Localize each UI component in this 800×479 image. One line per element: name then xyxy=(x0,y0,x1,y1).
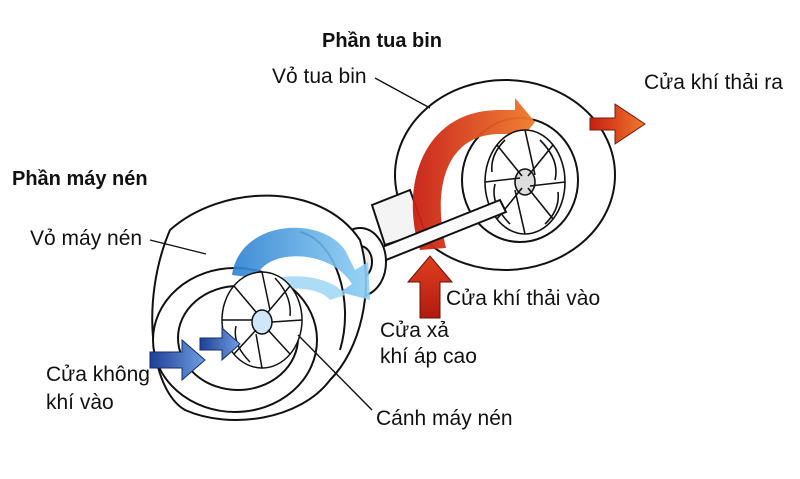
turbine-housing-label: Vỏ tua bin xyxy=(272,65,367,88)
exhaust-gas-flow xyxy=(406,98,646,319)
compressor-section-title: Phần máy nén xyxy=(12,168,148,190)
exhaust-outlet-arrow xyxy=(589,103,646,145)
compressor-wheel-label: Cánh máy nén xyxy=(376,407,513,430)
turbine-wheel-icon xyxy=(484,129,566,235)
turbine-section-title: Phần tua bin xyxy=(322,30,442,52)
exhaust-outlet-label: Cửa khí thải ra xyxy=(644,71,783,94)
compressor-wheel-icon xyxy=(221,271,303,369)
exhaust-inlet-arrow xyxy=(406,255,454,319)
high-pressure-outlet-label-line1: Cửa xả xyxy=(380,319,449,342)
compressor-housing-label: Vỏ máy nén xyxy=(30,227,143,250)
air-inlet-label-line2: khí vào xyxy=(46,391,114,414)
high-pressure-outlet-label-line2: khí áp cao xyxy=(380,345,477,368)
air-inlet-label-line1: Cửa không xyxy=(46,363,150,386)
intake-air-arrows xyxy=(149,326,241,382)
exhaust-inlet-label: Cửa khí thải vào xyxy=(446,287,601,310)
leader-lines xyxy=(149,77,431,411)
